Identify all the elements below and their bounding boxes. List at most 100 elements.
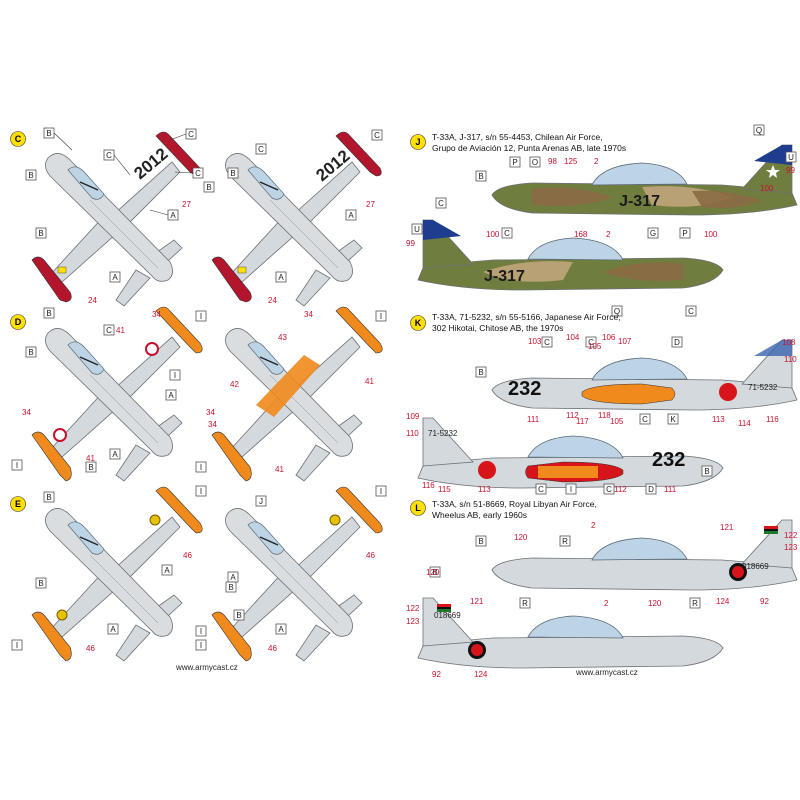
svg-text:125: 125 [564, 157, 578, 166]
plane-j-left-code: J-317 [484, 268, 525, 285]
svg-text:124: 124 [474, 670, 488, 679]
scheme-l-caption-2: Wheelus AB, early 1960s [432, 510, 527, 520]
svg-text:Q: Q [614, 307, 620, 316]
scheme-c-callouts: B C C C B A A B B C C A A B 27 27 24 24 [25, 127, 383, 305]
svg-text:24: 24 [88, 296, 97, 305]
plane-e-bottom [211, 486, 383, 662]
scheme-l-letter: L [415, 503, 421, 513]
plane-l-left [417, 597, 724, 669]
plane-k-left [417, 417, 724, 489]
svg-text:B: B [38, 229, 43, 238]
scheme-d-marker [10, 314, 26, 330]
svg-text:114: 114 [738, 419, 751, 428]
svg-text:R: R [522, 599, 528, 608]
svg-text:121: 121 [470, 597, 484, 606]
plane-k-right-serial: 71-5232 [748, 383, 778, 392]
plane-d-top [31, 306, 203, 482]
svg-text:41: 41 [365, 377, 374, 386]
plane-j-left [417, 219, 724, 291]
svg-text:34: 34 [152, 310, 161, 319]
scheme-j: J T-33A, J-317, s/n 55-4453, Chilean Air… [406, 124, 798, 317]
svg-text:105: 105 [588, 342, 602, 351]
svg-text:110: 110 [784, 355, 797, 364]
plane-c-top [31, 131, 202, 307]
svg-text:O: O [532, 158, 538, 167]
svg-text:110: 110 [406, 429, 419, 438]
scheme-k-callouts: C C D B C K C I C D B 103 104 106 107 10… [406, 333, 797, 495]
svg-text:100: 100 [486, 230, 500, 239]
scheme-l-caption-1: T-33A, s/n 51-8669, Royal Libyan Air For… [432, 499, 597, 509]
scheme-k: K T-33A, 71-5232, s/n 55-5166, Japanese … [406, 312, 798, 495]
svg-text:113: 113 [712, 415, 725, 424]
svg-text:I: I [174, 371, 176, 380]
svg-text:46: 46 [86, 644, 95, 653]
svg-text:K: K [670, 415, 676, 424]
svg-text:111: 111 [527, 415, 540, 424]
svg-text:46: 46 [268, 644, 277, 653]
svg-text:109: 109 [406, 412, 420, 421]
svg-text:I: I [570, 485, 572, 494]
svg-text:112: 112 [614, 485, 627, 494]
svg-text:41: 41 [86, 454, 95, 463]
svg-text:I: I [200, 641, 202, 650]
svg-text:A: A [168, 391, 174, 400]
svg-text:123: 123 [406, 617, 420, 626]
svg-text:I: I [200, 487, 202, 496]
svg-text:D: D [648, 485, 654, 494]
svg-text:I: I [16, 461, 18, 470]
scheme-d: D B C I I A A I I B I B 34 41 [10, 306, 387, 482]
svg-text:I: I [380, 312, 382, 321]
svg-text:B: B [38, 579, 43, 588]
plane-k-left-code: 232 [652, 449, 685, 471]
svg-text:92: 92 [432, 670, 441, 679]
scheme-e-letter: E [15, 499, 21, 509]
svg-text:C: C [606, 485, 612, 494]
svg-text:111: 111 [664, 485, 677, 494]
svg-text:A: A [348, 211, 354, 220]
svg-text:107: 107 [618, 337, 632, 346]
scheme-c: C 2012 2012 B C C C B A A B B C C [10, 127, 383, 307]
svg-text:120: 120 [426, 568, 440, 577]
scheme-l: L T-33A, s/n 51-8669, Royal Libyan Air F… [406, 499, 798, 679]
scheme-d-letter: D [15, 317, 22, 327]
svg-text:C: C [588, 338, 594, 347]
svg-text:123: 123 [784, 543, 798, 552]
svg-text:34: 34 [206, 408, 215, 417]
svg-text:I: I [200, 312, 202, 321]
svg-text:168: 168 [574, 230, 588, 239]
svg-text:B: B [28, 348, 33, 357]
svg-text:34: 34 [22, 408, 31, 417]
svg-text:P: P [512, 158, 517, 167]
svg-text:B: B [228, 583, 233, 592]
svg-text:117: 117 [576, 417, 589, 426]
svg-text:106: 106 [602, 333, 616, 342]
svg-text:I: I [200, 627, 202, 636]
website-right: www.armycast.cz [575, 668, 638, 677]
scheme-j-marker [410, 134, 426, 150]
svg-text:115: 115 [438, 485, 451, 494]
svg-text:I: I [200, 463, 202, 472]
svg-text:B: B [704, 467, 709, 476]
svg-text:B: B [478, 537, 483, 546]
svg-text:R: R [562, 537, 568, 546]
svg-text:B: B [46, 309, 51, 318]
svg-text:A: A [278, 273, 284, 282]
scheme-l-callouts: B R B R R 2 121 122 123 124 92 120 121 1… [406, 521, 798, 679]
svg-text:C: C [504, 229, 510, 238]
svg-text:U: U [788, 153, 794, 162]
svg-text:J: J [259, 497, 263, 506]
svg-text:2: 2 [591, 521, 596, 530]
svg-text:B: B [46, 493, 51, 502]
plane-k-right [491, 339, 798, 411]
svg-text:B: B [478, 172, 483, 181]
scheme-j-caption-1: T-33A, J-317, s/n 55-4453, Chilean Air F… [432, 132, 603, 142]
svg-text:C: C [195, 169, 201, 178]
svg-text:Q: Q [756, 126, 762, 135]
svg-text:118: 118 [598, 411, 611, 420]
svg-text:24: 24 [268, 296, 277, 305]
svg-text:I: I [380, 487, 382, 496]
svg-text:B: B [206, 183, 211, 192]
scheme-e-callouts: B A A B I I J A A B I I I B 46 46 46 46 [11, 485, 387, 653]
plane-j-right [491, 144, 798, 216]
svg-text:122: 122 [406, 604, 420, 613]
